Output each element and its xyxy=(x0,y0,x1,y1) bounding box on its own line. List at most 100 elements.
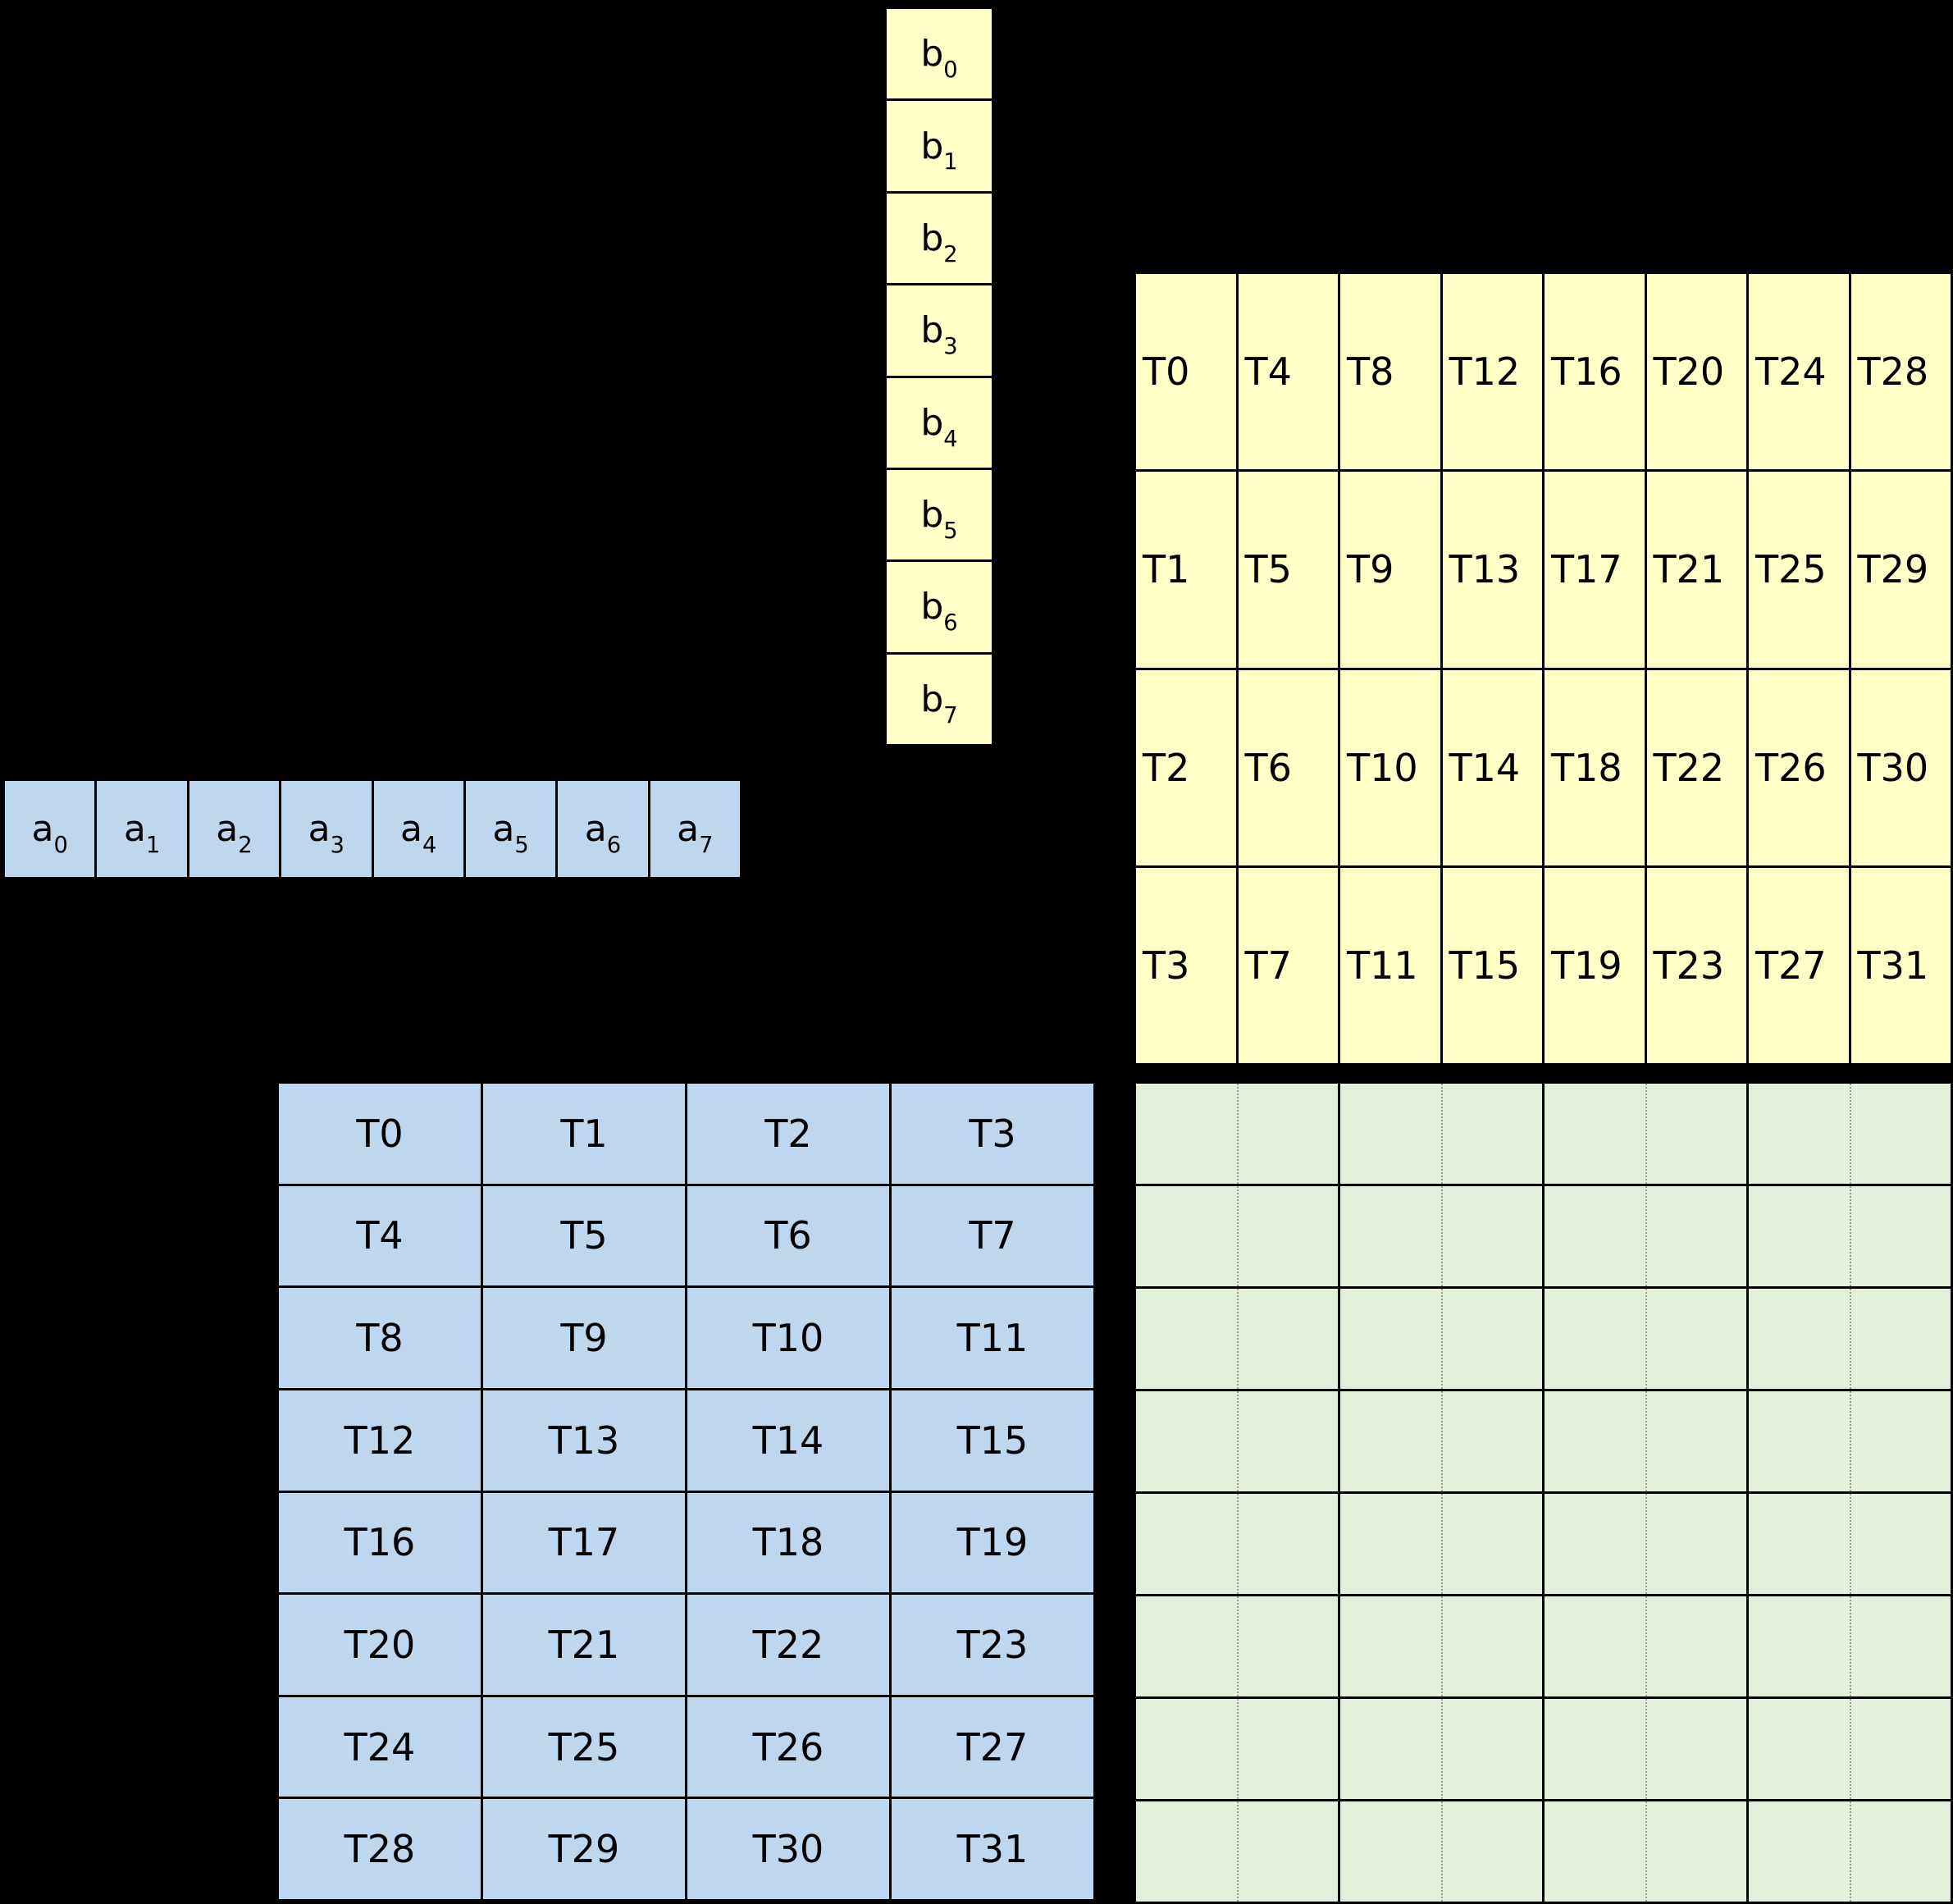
a-thread-cell-3-3: T15 xyxy=(892,1390,1093,1491)
result-cell-4-2 xyxy=(1545,1494,1746,1594)
a-thread-cell-5-3: T23 xyxy=(892,1595,1093,1695)
b-thread-cell-1-0: T1 xyxy=(1136,472,1236,668)
b-vector-label: b0 xyxy=(920,33,958,84)
a-thread-cell-3-2: T14 xyxy=(687,1390,889,1491)
a-vector-cell-3: a3 xyxy=(281,781,372,877)
a-vector-cell-0: a0 xyxy=(5,781,95,877)
result-cell-6-1 xyxy=(1340,1699,1542,1799)
a-thread-cell-3-1: T13 xyxy=(483,1390,685,1491)
b-thread-cell-2-6: T26 xyxy=(1749,669,1849,865)
a-thread-cell-2-1: T9 xyxy=(483,1288,685,1388)
a-vector-label: a1 xyxy=(123,808,161,858)
b-thread-cell-2-5: T22 xyxy=(1646,669,1746,865)
b-thread-cell-1-4: T17 xyxy=(1545,472,1645,668)
b-vector-cell-3: b3 xyxy=(887,285,992,376)
a-vector-cell-1: a1 xyxy=(97,781,187,877)
a-vector-cell-2: a2 xyxy=(189,781,280,877)
a-thread-cell-7-1: T29 xyxy=(483,1799,685,1899)
b-thread-cell-0-0: T0 xyxy=(1136,274,1236,470)
a-thread-cell-1-0: T4 xyxy=(279,1185,481,1286)
b-thread-cell-1-3: T13 xyxy=(1442,472,1542,668)
result-cell-0-1 xyxy=(1340,1084,1542,1184)
result-cell-7-3 xyxy=(1749,1801,1951,1902)
b-thread-cell-0-1: T4 xyxy=(1238,274,1338,470)
result-cell-4-1 xyxy=(1340,1494,1542,1594)
b-vector-label: b2 xyxy=(920,217,958,267)
b-thread-cell-1-7: T29 xyxy=(1850,472,1951,668)
b-thread-cell-0-7: T28 xyxy=(1850,274,1951,470)
a-vector-label: a0 xyxy=(31,808,68,858)
a-thread-cell-2-2: T10 xyxy=(687,1288,889,1388)
b-vector-cell-4: b4 xyxy=(887,377,992,468)
b-thread-cell-2-0: T2 xyxy=(1136,669,1236,865)
a-thread-cell-4-3: T19 xyxy=(892,1492,1093,1593)
b-thread-cell-0-2: T8 xyxy=(1340,274,1440,470)
b-thread-cell-3-1: T7 xyxy=(1238,867,1338,1063)
result-cell-3-0 xyxy=(1136,1391,1338,1491)
b-vector-cell-7: b7 xyxy=(887,654,992,744)
a-thread-cell-0-3: T3 xyxy=(892,1084,1093,1184)
result-cell-7-1 xyxy=(1340,1801,1542,1902)
result-cell-6-2 xyxy=(1545,1699,1746,1799)
b-vector-label: b4 xyxy=(920,401,958,452)
result-cell-4-0 xyxy=(1136,1494,1338,1594)
result-cell-5-2 xyxy=(1545,1596,1746,1696)
a-thread-cell-4-2: T18 xyxy=(687,1492,889,1593)
a-vector-label: a4 xyxy=(400,808,437,858)
a-thread-cell-5-2: T22 xyxy=(687,1595,889,1695)
a-thread-cell-0-0: T0 xyxy=(279,1084,481,1184)
b-thread-cell-3-6: T27 xyxy=(1749,867,1849,1063)
a-vector-cell-4: a4 xyxy=(373,781,463,877)
result-cell-1-0 xyxy=(1136,1186,1338,1286)
a-thread-cell-5-1: T21 xyxy=(483,1595,685,1695)
a-vector-label: a2 xyxy=(216,808,253,858)
a-thread-cell-6-2: T26 xyxy=(687,1696,889,1797)
a-thread-cell-7-0: T28 xyxy=(279,1799,481,1899)
b-vector-cell-1: b1 xyxy=(887,101,992,191)
a-vector-label: a5 xyxy=(492,808,529,858)
b-vector-cell-2: b2 xyxy=(887,193,992,284)
a-thread-cell-2-3: T11 xyxy=(892,1288,1093,1388)
b-thread-cell-3-5: T23 xyxy=(1646,867,1746,1063)
a-thread-cell-6-3: T27 xyxy=(892,1696,1093,1797)
result-cell-3-2 xyxy=(1545,1391,1746,1491)
b-vector-label: b3 xyxy=(920,309,958,360)
b-vector: b0 b1 b2 b3 b4 b5 b6 b7 xyxy=(884,7,994,747)
b-thread-cell-3-0: T3 xyxy=(1136,867,1236,1063)
result-cell-4-3 xyxy=(1749,1494,1951,1594)
a-vector-label: a3 xyxy=(308,808,345,858)
b-thread-cell-2-1: T6 xyxy=(1238,669,1338,865)
result-cell-0-3 xyxy=(1749,1084,1951,1184)
b-thread-cell-3-7: T31 xyxy=(1850,867,1951,1063)
a-vector-cell-5: a5 xyxy=(465,781,556,877)
result-cell-2-1 xyxy=(1340,1289,1542,1389)
a-thread-cell-1-2: T6 xyxy=(687,1185,889,1286)
result-cell-7-2 xyxy=(1545,1801,1746,1902)
a-thread-cell-1-3: T7 xyxy=(892,1185,1093,1286)
b-vector-label: b6 xyxy=(920,586,958,637)
b-vector-label: b1 xyxy=(920,125,958,176)
b-thread-cell-2-2: T10 xyxy=(1340,669,1440,865)
result-cell-7-0 xyxy=(1136,1801,1338,1902)
a-thread-cell-2-0: T8 xyxy=(279,1288,481,1388)
a-thread-cell-6-1: T25 xyxy=(483,1696,685,1797)
b-thread-cell-0-5: T20 xyxy=(1646,274,1746,470)
b-vector-cell-5: b5 xyxy=(887,469,992,560)
b-thread-cell-2-3: T14 xyxy=(1442,669,1542,865)
a-thread-cell-0-1: T1 xyxy=(483,1084,685,1184)
b-thread-cell-0-6: T24 xyxy=(1749,274,1849,470)
b-vector-label: b5 xyxy=(920,494,958,544)
a-vector-label: a7 xyxy=(677,808,714,858)
result-cell-3-3 xyxy=(1749,1391,1951,1491)
result-cell-5-0 xyxy=(1136,1596,1338,1696)
b-vector-cell-0: b0 xyxy=(887,9,992,99)
b-thread-cell-3-3: T15 xyxy=(1442,867,1542,1063)
result-cell-6-0 xyxy=(1136,1699,1338,1799)
result-cell-0-2 xyxy=(1545,1084,1746,1184)
b-vector-label: b7 xyxy=(920,678,958,728)
b-thread-cell-1-1: T5 xyxy=(1238,472,1338,668)
